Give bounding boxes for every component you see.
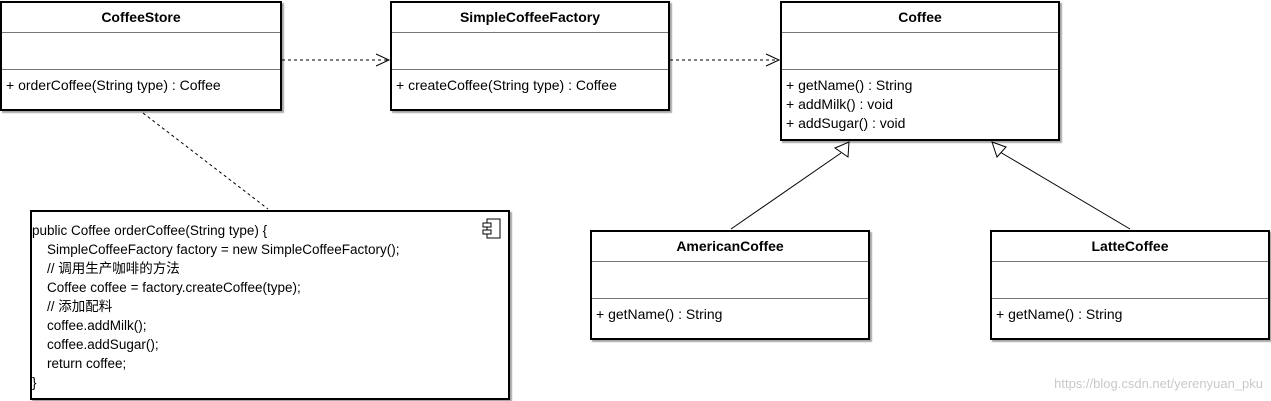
class-name: AmericanCoffee bbox=[592, 232, 868, 262]
attributes-compartment bbox=[392, 33, 668, 70]
method-item: + getName() : String bbox=[596, 306, 723, 322]
class-latte-coffee[interactable]: LatteCoffee + getName() : String bbox=[990, 230, 1270, 340]
code-line: SimpleCoffeeFactory factory = new Simple… bbox=[32, 242, 400, 257]
attributes-compartment bbox=[2, 33, 280, 70]
class-name: SimpleCoffeeFactory bbox=[392, 3, 668, 33]
methods-compartment: + getName() : String + addMilk() : void … bbox=[782, 70, 1058, 133]
attributes-compartment bbox=[992, 262, 1268, 299]
attributes-compartment bbox=[592, 262, 868, 299]
code-line: coffee.addMilk(); bbox=[32, 318, 147, 333]
methods-compartment: + createCoffee(String type) : Coffee bbox=[392, 70, 668, 95]
code-line: // 调用生产咖啡的方法 bbox=[32, 261, 180, 276]
code-line: // 添加配料 bbox=[32, 299, 113, 314]
class-name: CoffeeStore bbox=[2, 3, 280, 33]
watermark-text: https://blog.csdn.net/yerenyuan_pku bbox=[1054, 376, 1263, 391]
dependency-arrow-factory-to-coffee bbox=[670, 53, 781, 67]
class-name: Coffee bbox=[782, 3, 1058, 33]
methods-compartment: + getName() : String bbox=[992, 299, 1268, 324]
class-coffee-store[interactable]: CoffeeStore + orderCoffee(String type) :… bbox=[0, 1, 282, 111]
method-item: + getName() : String bbox=[786, 77, 913, 93]
method-item: + addSugar() : void bbox=[786, 115, 906, 131]
code-line: return coffee; bbox=[32, 356, 127, 371]
code-line: } bbox=[32, 375, 37, 390]
class-american-coffee[interactable]: AmericanCoffee + getName() : String bbox=[590, 230, 870, 340]
code-note[interactable]: public Coffee orderCoffee(String type) {… bbox=[30, 210, 510, 400]
method-item: + addMilk() : void bbox=[786, 96, 893, 112]
note-link-line bbox=[142, 112, 269, 210]
method-item: + orderCoffee(String type) : Coffee bbox=[6, 77, 221, 93]
dependency-arrow-store-to-factory bbox=[282, 53, 391, 67]
code-line: public Coffee orderCoffee(String type) { bbox=[32, 223, 268, 238]
class-name: LatteCoffee bbox=[992, 232, 1268, 262]
attributes-compartment bbox=[782, 33, 1058, 70]
class-coffee[interactable]: Coffee + getName() : String + addMilk() … bbox=[780, 1, 1060, 141]
code-line: coffee.addSugar(); bbox=[32, 337, 159, 352]
component-icon bbox=[482, 218, 501, 239]
methods-compartment: + orderCoffee(String type) : Coffee bbox=[2, 70, 280, 95]
method-item: + getName() : String bbox=[996, 306, 1123, 322]
method-item: + createCoffee(String type) : Coffee bbox=[396, 77, 617, 93]
inheritance-arrow-latte bbox=[991, 141, 1131, 230]
inheritance-arrow-american bbox=[730, 141, 850, 230]
code-line: Coffee coffee = factory.createCoffee(typ… bbox=[32, 280, 301, 295]
class-simple-coffee-factory[interactable]: SimpleCoffeeFactory + createCoffee(Strin… bbox=[390, 1, 670, 111]
methods-compartment: + getName() : String bbox=[592, 299, 868, 324]
